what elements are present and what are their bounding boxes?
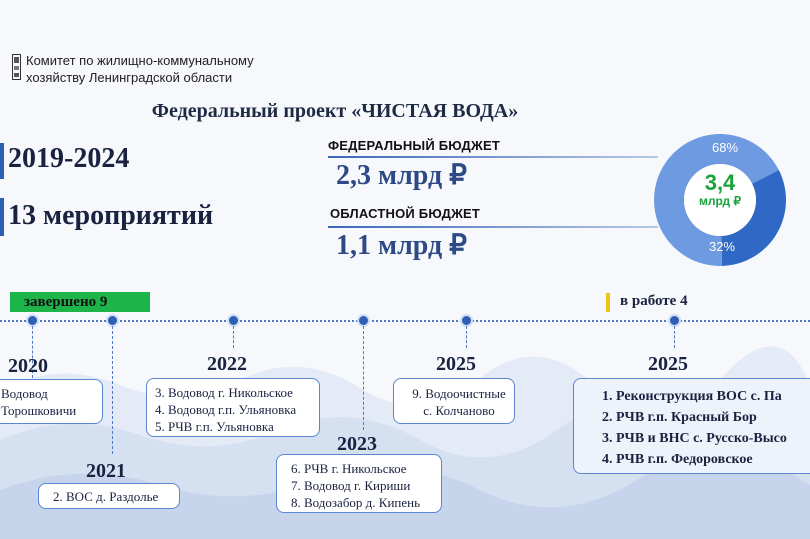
donut-hole — [684, 164, 756, 236]
connector-line — [466, 326, 467, 348]
card-item: 7. Водовод г. Кириши — [291, 478, 411, 493]
divider-line — [328, 226, 658, 228]
timeline-axis — [0, 320, 810, 322]
federal-pct-label: 68% — [711, 140, 739, 155]
federal-budget-label: ФЕДЕРАЛЬНЫЙ БЮДЖЕТ — [328, 138, 500, 153]
in-work-marker — [606, 293, 610, 312]
year-2025: 2025 — [648, 353, 688, 375]
divider-line — [328, 156, 658, 158]
year-2025: 2025 — [436, 353, 476, 375]
donut-slice-regional — [721, 170, 786, 266]
regional-budget-value: 1,1 млрд ₽ — [336, 230, 467, 261]
donut-total-unit: млрд ₽ — [698, 194, 742, 208]
card-item: 8. Водозабор д. Кипень — [291, 495, 421, 510]
donut-total-value: 3,4 — [704, 170, 736, 195]
connector-line — [674, 326, 675, 348]
year-2020: 2020 — [8, 355, 48, 377]
budget-donut-chart — [654, 134, 786, 266]
regional-pct-label: 32% — [708, 239, 736, 254]
card-item: 3. РЧВ и ВНС с. Русско-Высо — [602, 431, 787, 446]
org-name-line1: Комитет по жилищно-коммунальному — [26, 53, 254, 68]
connector-line — [363, 326, 364, 430]
page-title: Федеральный проект «ЧИСТАЯ ВОДА» — [151, 100, 519, 122]
card-2023: 6. РЧВ г. Никольское 7. Водовод г. Кириш… — [276, 454, 442, 513]
in-work-label: в работе 4 — [620, 293, 688, 309]
coat-of-arms-icon — [12, 54, 21, 80]
card-2025-b: 1. Реконструкция ВОС с. Па 2. РЧВ г.п. К… — [573, 378, 810, 474]
connector-line — [233, 326, 234, 348]
donut-total: 3,4 млрд ₽ — [652, 170, 788, 208]
card-item: 4. Водовод г.п. Ульяновка — [155, 402, 297, 417]
card-item: 2. РЧВ г.п. Красный Бор — [602, 410, 757, 425]
accent-bar — [0, 198, 4, 236]
card-2025-a: 9. Водоочистные с. Колчаново — [393, 378, 515, 424]
card-item: 6. РЧВ г. Никольское — [291, 461, 407, 476]
card-2022: 3. Водовод г. Никольское 4. Водовод г.п.… — [146, 378, 320, 437]
card-item: с. Колчаново — [423, 403, 495, 418]
card-item: 5. РЧВ г.п. Ульяновка — [155, 419, 274, 434]
project-period: 2019-2024 — [8, 143, 130, 174]
connector-line — [32, 326, 33, 378]
events-count: 13 мероприятий — [8, 200, 214, 231]
year-2022: 2022 — [207, 353, 247, 375]
completed-badge: завершено 9 — [10, 292, 150, 312]
card-item: Водовод — [1, 386, 48, 401]
connector-line — [112, 326, 113, 454]
card-item: 4. РЧВ г.п. Федоровское — [602, 452, 753, 467]
card-2020: Водовод Торошковичи — [0, 379, 103, 424]
card-2021: 2. ВОС д. Раздолье — [38, 483, 180, 509]
card-item: Торошковичи — [1, 403, 77, 418]
org-name-line2: хозяйству Ленинградской области — [26, 70, 233, 85]
card-item: 2. ВОС д. Раздолье — [53, 489, 159, 504]
accent-bar — [0, 143, 4, 179]
card-item: 1. Реконструкция ВОС с. Па — [602, 389, 782, 404]
card-item: 9. Водоочистные — [412, 386, 506, 401]
year-2023: 2023 — [337, 433, 377, 455]
year-2021: 2021 — [86, 460, 126, 482]
donut-slice-federal — [654, 134, 779, 266]
card-item: 3. Водовод г. Никольское — [155, 385, 293, 400]
regional-budget-label: ОБЛАСТНОЙ БЮДЖЕТ — [330, 206, 481, 221]
federal-budget-value: 2,3 млрд ₽ — [336, 160, 467, 191]
